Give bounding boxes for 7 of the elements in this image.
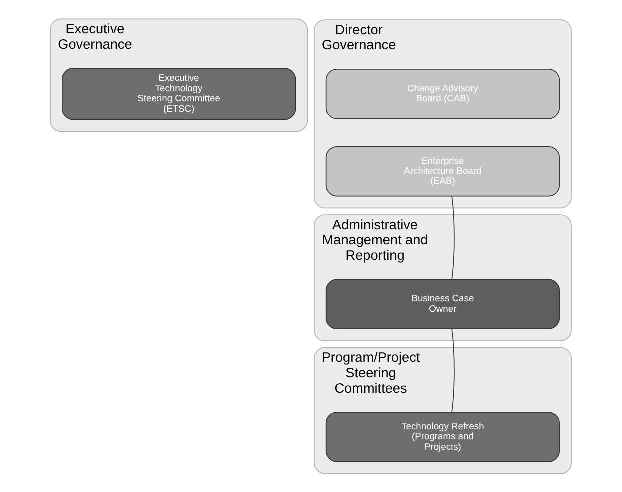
node-box: Change Advisory Board (CAB) (326, 68, 560, 119)
node-box: Business Case Owner (326, 278, 560, 329)
node-box: Executive Technology Steering Committee (ETSC) (62, 68, 296, 120)
connector (452, 196, 455, 280)
node-box: Technology Refresh (Programs and Projects) (326, 412, 560, 462)
node-box: Enterprise Architecture Board (EAB) (326, 146, 560, 196)
connector (452, 328, 455, 412)
